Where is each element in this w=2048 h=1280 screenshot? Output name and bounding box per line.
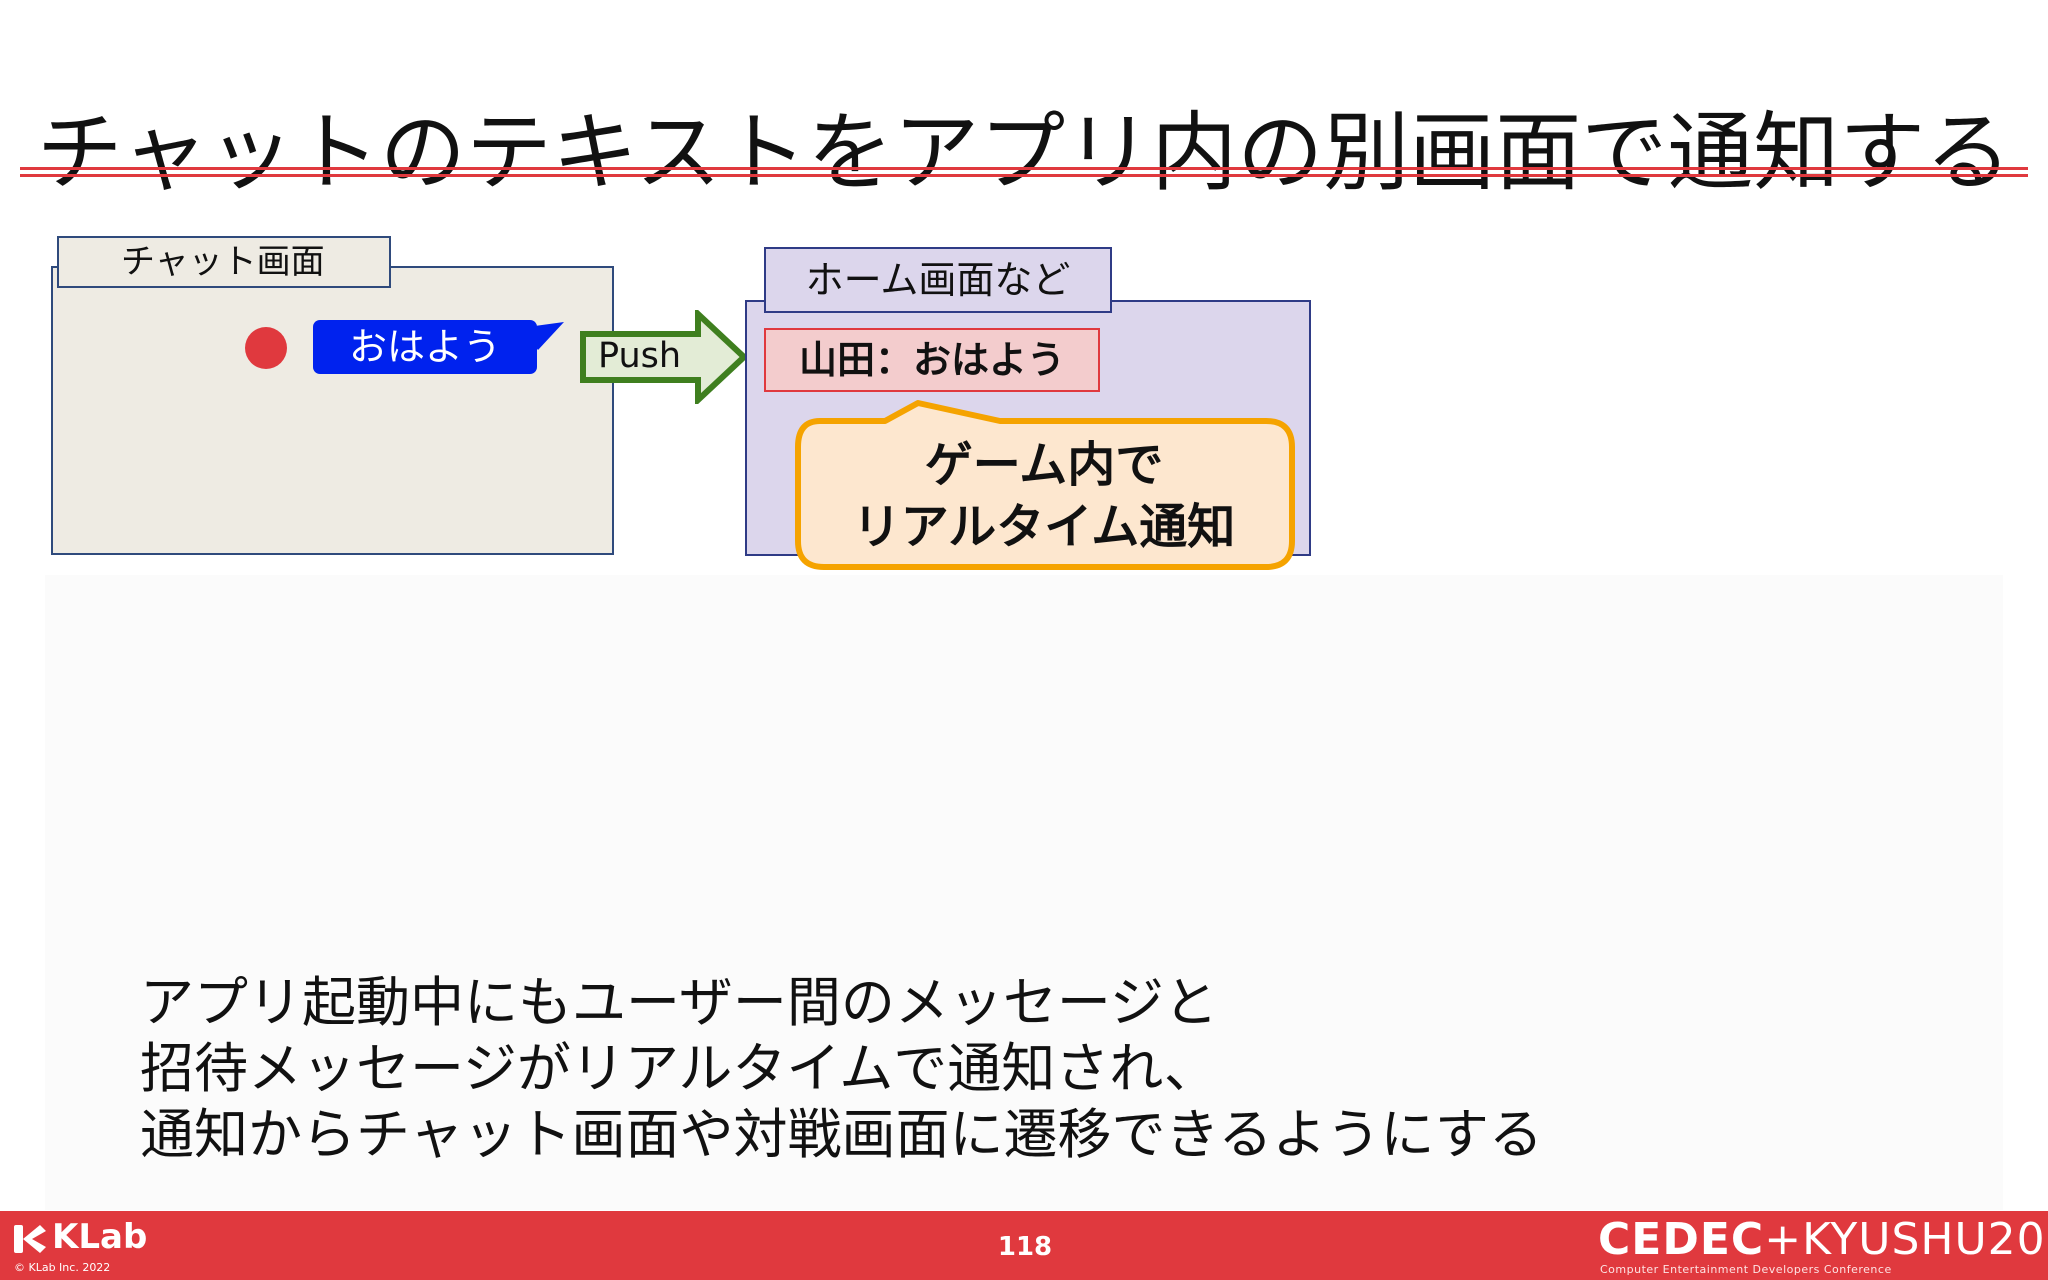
event-logo-plus: +KYUSHU2022 [1764,1214,2048,1265]
content-background [45,575,2003,1210]
body-text: アプリ起動中にもユーザー間のメッセージと 招待メッセージがリアルタイムで通知され… [140,970,1543,1168]
slide-footer: KLab © KLab Inc. 2022 118 CEDEC+KYUSHU20… [0,1211,2048,1280]
home-screen-label: ホーム画面など [764,247,1112,313]
callout-line-2: リアルタイム通知 [852,499,1236,555]
chat-message-bubble: おはよう [313,320,537,374]
in-app-notification: 山田：おはよう [764,328,1100,392]
callout-text: ゲーム内で リアルタイム通知 [798,434,1290,558]
push-label: Push [598,336,682,376]
body-line-3: 通知からチャット画面や対戦画面に遷移できるようにする [140,1103,1543,1166]
title-divider-top [20,167,2028,170]
slide-title: チャットのテキストをアプリ内の別画面で通知する [36,102,2012,203]
event-tagline: Computer Entertainment Developers Confer… [1600,1263,1892,1276]
chat-screen-label: チャット画面 [57,236,391,288]
copyright: © KLab Inc. 2022 [14,1261,111,1274]
callout-line-1: ゲーム内で [924,437,1164,493]
callout-shape-icon [795,400,1295,570]
body-line-1: アプリ起動中にもユーザー間のメッセージと [140,971,1218,1034]
company-logo: KLab [52,1217,148,1257]
avatar-dot-icon [245,327,287,369]
body-line-2: 招待メッセージがリアルタイムで通知され、 [140,1037,1218,1100]
title-divider-bottom [20,174,2028,177]
klab-k-mark-icon [14,1225,46,1253]
event-logo: CEDEC+KYUSHU2022 [1598,1215,2048,1265]
event-logo-main: CEDEC [1598,1214,1765,1265]
push-arrow-icon [580,310,748,404]
chat-screen-panel [51,266,614,555]
page-number: 118 [997,1232,1053,1262]
